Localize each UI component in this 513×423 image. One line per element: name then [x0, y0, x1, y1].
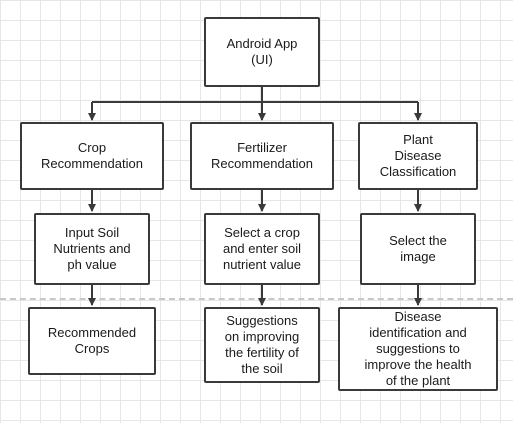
node-disease-identification: Disease identification and suggestions t… — [338, 307, 498, 391]
node-recommended-crops: Recommended Crops — [28, 307, 156, 375]
node-fertilizer-recommendation: Fertilizer Recommendation — [190, 122, 334, 190]
node-input-soil-nutrients: Input Soil Nutrients and ph value — [34, 213, 150, 285]
node-select-image: Select the image — [360, 213, 476, 285]
node-crop-recommendation: Crop Recommendation — [20, 122, 164, 190]
node-android-app: Android App (UI) — [204, 17, 320, 87]
separator-dashed-line — [0, 298, 513, 300]
node-plant-disease-classification: Plant Disease Classification — [358, 122, 478, 190]
node-suggestions-fertility: Suggestions on improving the fertility o… — [204, 307, 320, 383]
node-select-crop-nutrient: Select a crop and enter soil nutrient va… — [204, 213, 320, 285]
